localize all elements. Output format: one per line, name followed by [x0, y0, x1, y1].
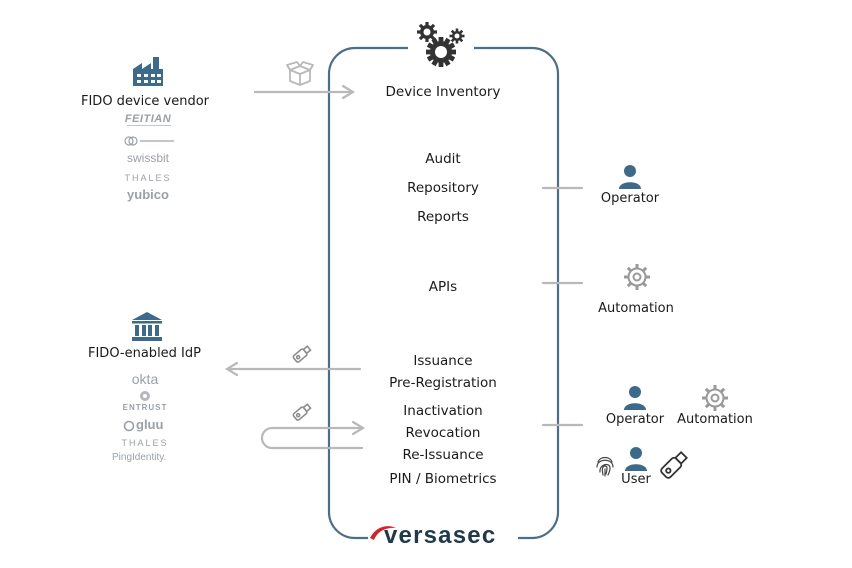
security-key-icon — [292, 403, 312, 421]
label-device-inventory: Device Inventory — [385, 84, 501, 100]
security-key-icon — [292, 345, 312, 363]
idp-title: FIDO-enabled IdP — [88, 346, 201, 361]
vendor-logo-feitian-tagline — [127, 125, 171, 126]
vendor-logo-feitian: FEITIAN — [124, 113, 172, 125]
label-re-issuance: Re-Issuance — [402, 447, 484, 463]
arrow-issuance-to-idp — [224, 361, 362, 377]
label-issuance: Issuance — [413, 353, 473, 369]
vendor-logo-yubico: yubico — [127, 187, 169, 202]
security-key-icon — [660, 450, 689, 479]
label-inactivation: Inactivation — [403, 403, 483, 419]
automation-gear-icon — [624, 264, 650, 290]
label-operator-2: Operator — [605, 412, 665, 427]
automation-gear-icon — [702, 385, 728, 411]
label-apis: APIs — [428, 279, 458, 295]
arrow-vendor-to-inventory — [253, 84, 356, 100]
label-audit: Audit — [425, 151, 461, 167]
factory-icon — [133, 57, 163, 86]
vendor-title: FIDO device vendor — [81, 94, 210, 109]
label-operator-1: Operator — [600, 191, 660, 206]
bank-icon — [132, 312, 162, 341]
gluu-mark-icon — [123, 420, 135, 432]
idp-logo-entrust: ENTRUST — [122, 403, 168, 412]
label-pre-registration: Pre-Registration — [389, 375, 497, 391]
vendor-logo-thales: THALES — [124, 173, 172, 183]
package-icon — [286, 61, 314, 86]
vendor-logo-giesecke — [124, 136, 174, 146]
label-revocation: Revocation — [405, 425, 481, 441]
arrow-loop-lifecycle — [260, 420, 366, 450]
label-user: User — [621, 472, 651, 487]
gear-cluster-icon — [417, 22, 465, 67]
label-repository: Repository — [407, 180, 479, 196]
operator-person-icon — [619, 165, 641, 189]
label-automation-1: Automation — [598, 301, 674, 316]
idp-logo-thales: THALES — [121, 438, 169, 448]
operator-person-icon — [624, 386, 646, 410]
idp-logo-okta: okta — [131, 371, 159, 387]
brand-name: versasec — [384, 522, 497, 549]
label-automation-2: Automation — [677, 412, 753, 427]
versasec-swoosh-icon — [370, 526, 396, 540]
vendor-logo-swissbit: swissbit — [126, 151, 170, 165]
label-pin-biometrics: PIN / Biometrics — [389, 471, 497, 487]
fingerprint-icon — [596, 456, 614, 477]
user-person-icon — [625, 447, 647, 471]
right-connectors — [541, 186, 584, 427]
label-reports: Reports — [417, 209, 469, 225]
entrust-mark-icon — [140, 391, 150, 401]
idp-logo-ping: PingIdentity. — [112, 452, 167, 463]
idp-logo-gluu: gluu — [136, 417, 164, 432]
